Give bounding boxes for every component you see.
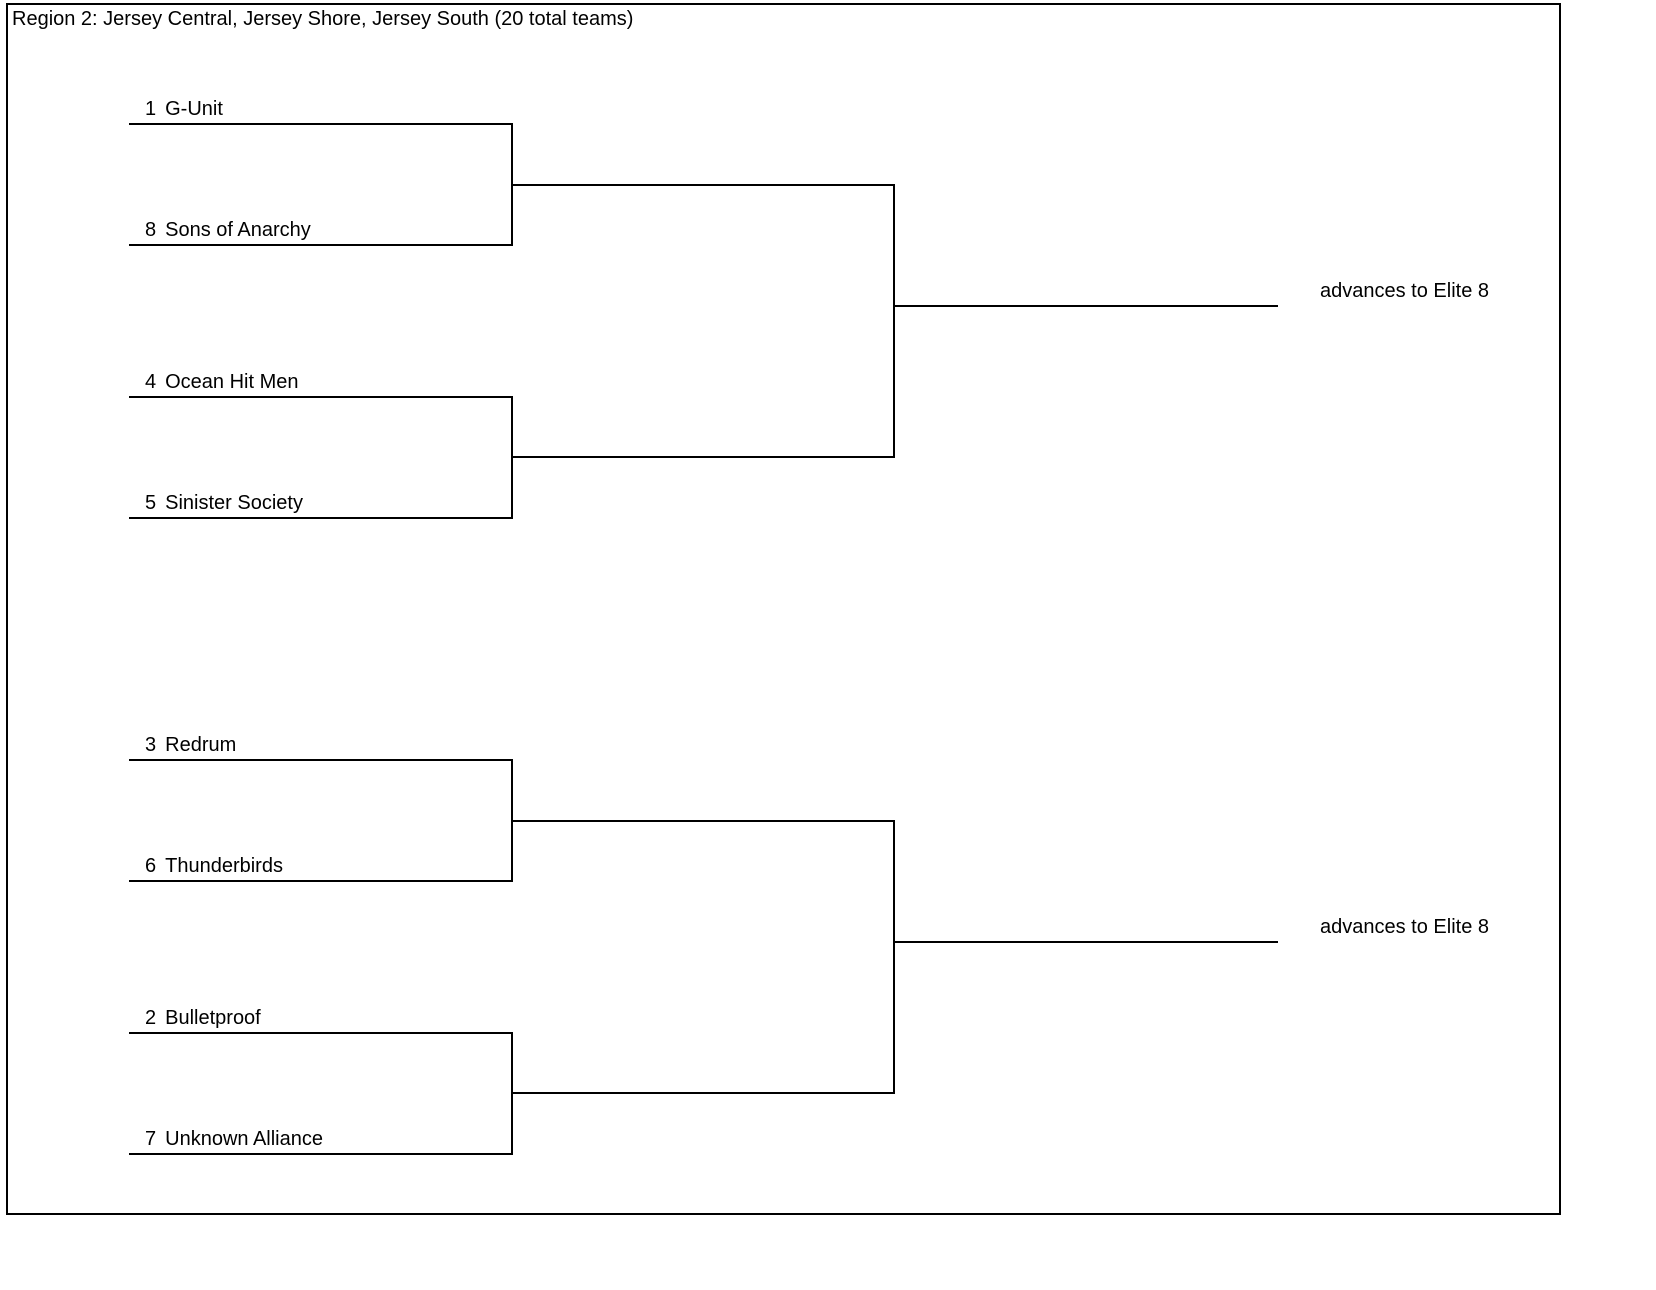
- region-title: Region 2: Jersey Central, Jersey Shore, …: [12, 8, 634, 30]
- team-slot-8: 8 Sons of Anarchy: [145, 218, 311, 242]
- team-seed: 3: [145, 734, 157, 756]
- team-slot-3: 3 Redrum: [145, 733, 236, 757]
- team-seed: 6: [145, 855, 157, 877]
- team-slot-6: 6 Thunderbirds: [145, 854, 283, 878]
- team-slot-5: 5 Sinister Society: [145, 491, 303, 515]
- team-name: Thunderbirds: [165, 855, 283, 877]
- team-slot-2: 2 Bulletproof: [145, 1006, 261, 1030]
- advances-label-top: advances to Elite 8: [1320, 280, 1489, 302]
- team-seed: 7: [145, 1128, 157, 1150]
- team-name: Bulletproof: [165, 1007, 261, 1029]
- bracket-lines: [129, 123, 1278, 1155]
- advances-label-bottom: advances to Elite 8: [1320, 916, 1489, 938]
- bracket-frame: [6, 3, 1561, 1215]
- team-seed: 5: [145, 492, 157, 514]
- team-seed: 2: [145, 1007, 157, 1029]
- team-slot-7: 7 Unknown Alliance: [145, 1127, 323, 1151]
- team-slot-4: 4 Ocean Hit Men: [145, 370, 299, 394]
- team-name: Sinister Society: [165, 492, 303, 514]
- team-seed: 4: [145, 371, 157, 393]
- team-name: Unknown Alliance: [165, 1128, 323, 1150]
- team-seed: 8: [145, 219, 157, 241]
- team-seed: 1: [145, 98, 157, 120]
- team-slot-1: 1 G-Unit: [145, 97, 223, 121]
- team-name: Ocean Hit Men: [165, 371, 299, 393]
- team-name: Sons of Anarchy: [165, 219, 311, 241]
- team-name: G-Unit: [165, 98, 223, 120]
- team-name: Redrum: [165, 734, 237, 756]
